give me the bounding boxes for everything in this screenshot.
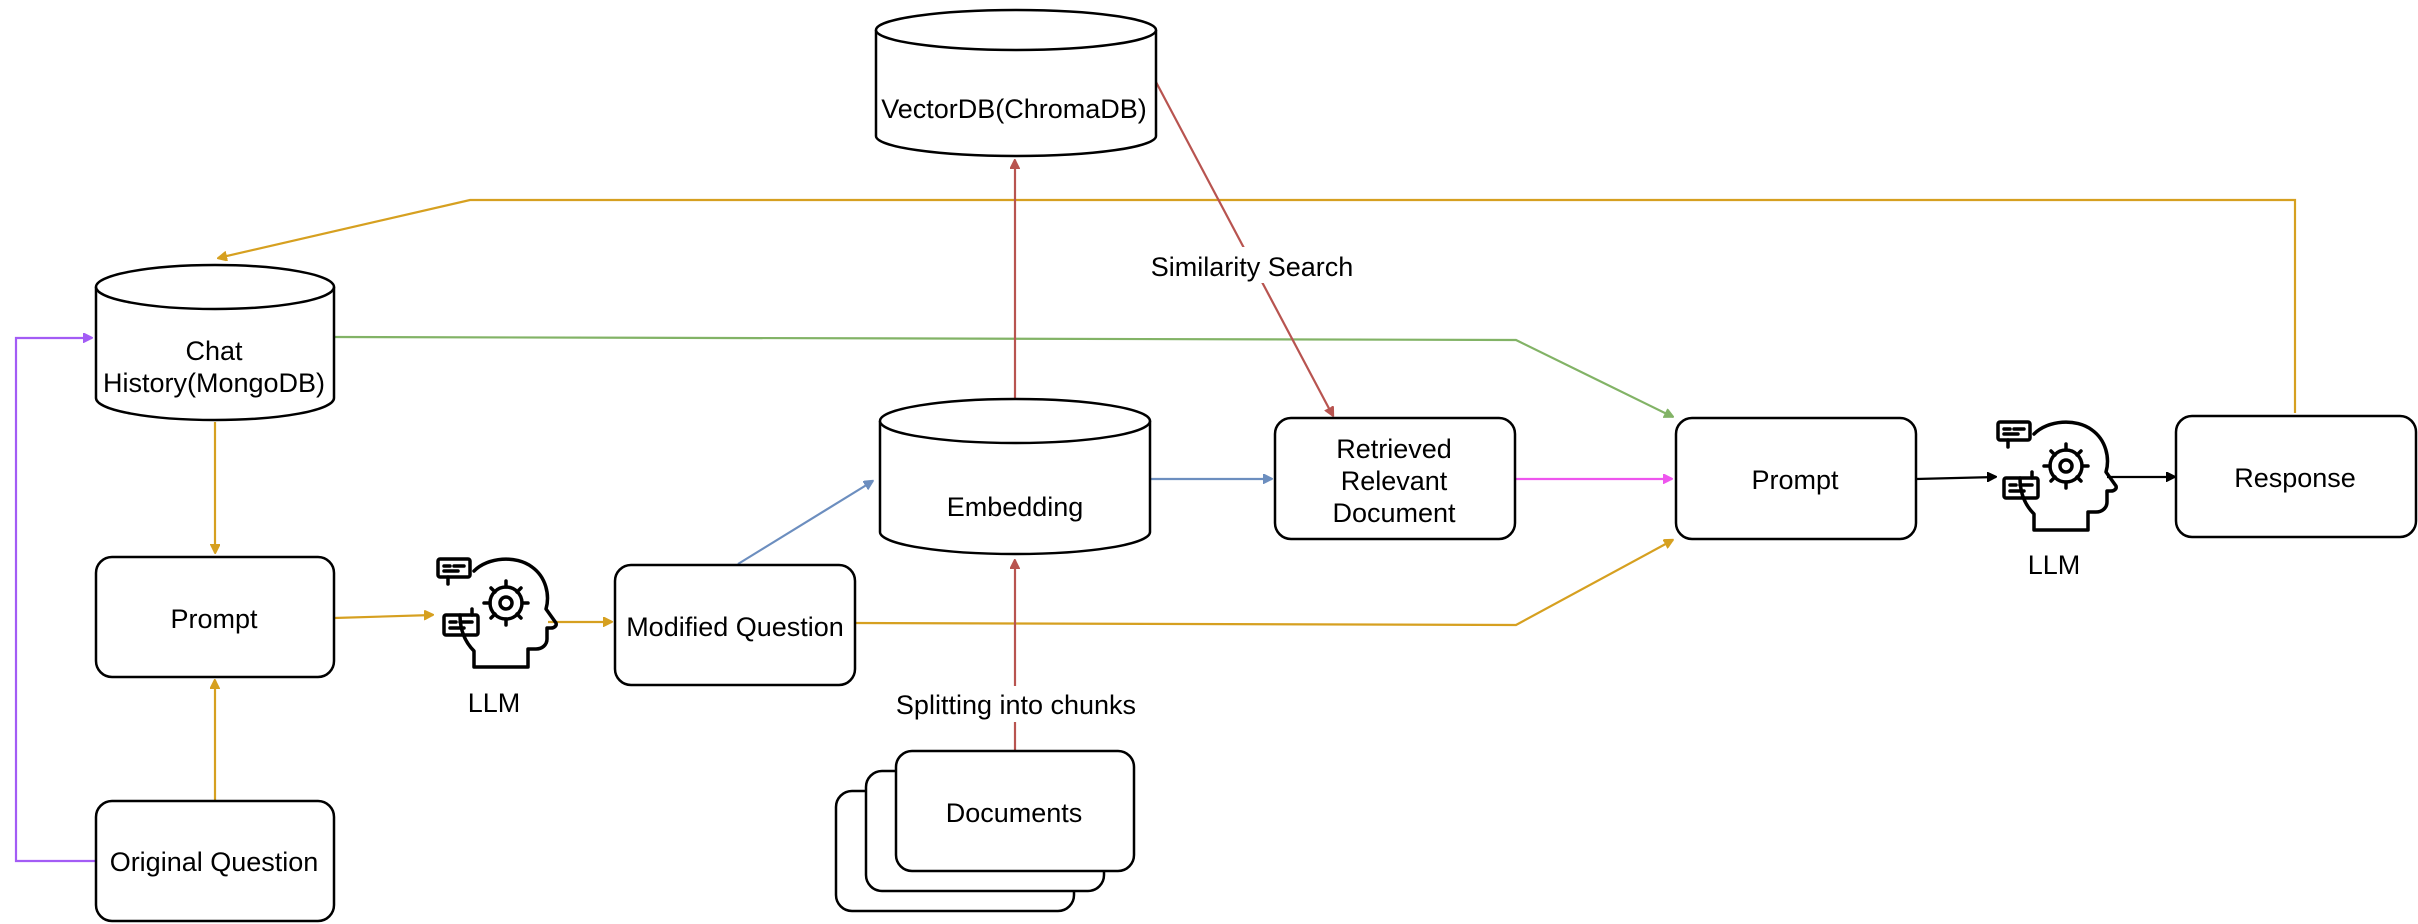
llm-right-label: LLM	[2028, 550, 2081, 580]
retrieved-label-line2: Relevant	[1341, 466, 1448, 496]
prompt-left-label: Prompt	[170, 604, 258, 634]
embedding-label: Embedding	[947, 492, 1084, 522]
llm-left-label: LLM	[468, 688, 521, 718]
prompt-right-label: Prompt	[1751, 465, 1839, 495]
chat-history-label-line2: History(MongoDB)	[103, 368, 325, 398]
chat-history-node: Chat History(MongoDB)	[94, 263, 336, 422]
splitting-bg	[884, 686, 1146, 722]
original-question-label: Original Question	[110, 847, 319, 877]
response-label: Response	[2234, 463, 2356, 493]
documents-label: Documents	[946, 798, 1083, 828]
embedding-node: Embedding	[878, 397, 1152, 556]
modified-question-node: Modified Question	[613, 563, 857, 687]
edge-prompt-to-llm	[333, 615, 433, 618]
retrieved-label-line3: Document	[1332, 498, 1456, 528]
edge-history-to-prompt-right	[333, 335, 1673, 418]
edge-modified-to-embedding	[737, 481, 873, 565]
vectordb-node: VectorDB(ChromaDB)	[874, 8, 1158, 158]
similarity-search-label: Similarity Search	[1151, 252, 1354, 282]
prompt-left-node: Prompt	[94, 555, 336, 679]
retrieved-document-node: Retrieved Relevant Document	[1273, 416, 1517, 541]
splitting-label: Splitting into chunks	[896, 690, 1136, 720]
edge-modified-to-prompt-right	[854, 540, 1673, 627]
response-node: Response	[2174, 414, 2418, 539]
similarity-search-bg	[1140, 247, 1362, 283]
modified-question-label: Modified Question	[626, 612, 844, 642]
documents-node: Documents	[834, 749, 1136, 913]
edge-response-to-history	[218, 198, 2297, 413]
retrieved-label-line1: Retrieved	[1336, 434, 1452, 464]
original-question-node: Original Question	[94, 799, 336, 923]
llm-left-icon	[436, 557, 558, 669]
chat-history-label-line1: Chat	[185, 336, 243, 366]
edge-prompt-right-to-llm	[1915, 477, 1996, 479]
vectordb-label: VectorDB(ChromaDB)	[881, 94, 1147, 124]
edge-original-to-history	[14, 338, 96, 863]
prompt-right-node: Prompt	[1674, 416, 1918, 541]
llm-right-icon	[1996, 420, 2118, 532]
